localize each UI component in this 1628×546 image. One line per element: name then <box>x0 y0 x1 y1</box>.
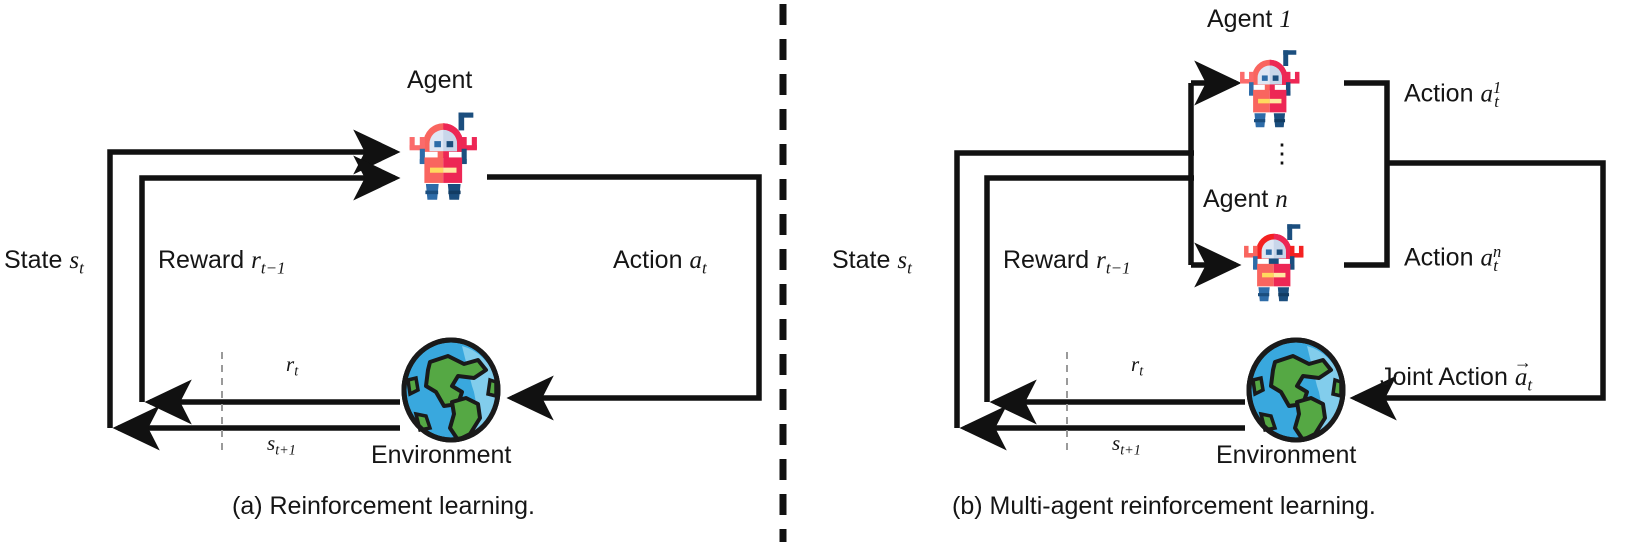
reward-symbol: r <box>1096 247 1106 274</box>
panel-b-next-state-label: st+1 <box>1112 431 1141 460</box>
reward-subscript: t−1 <box>1105 258 1131 278</box>
state-label-text: State <box>832 246 891 274</box>
agent-1-prefix: Agent <box>1207 5 1273 33</box>
action-1-subscript: t <box>1494 92 1499 112</box>
panel-b-caption: (b) Multi-agent reinforcement learning. <box>952 492 1376 520</box>
panel-a-next-state-label: st+1 <box>267 431 296 460</box>
action-n-superscript: n <box>1492 242 1502 261</box>
panel-a-state-label: State st <box>4 246 84 278</box>
robot-icon <box>1240 50 1300 128</box>
panel-b-agent-n-title: Agent n <box>1203 185 1288 214</box>
globe-icon <box>1246 337 1346 443</box>
reward-subscript: t−1 <box>260 258 286 278</box>
joint-action-text: Joint Action <box>1380 363 1508 391</box>
agent-1-index: 1 <box>1279 6 1292 33</box>
joint-action-symbol: a <box>1514 364 1528 391</box>
action-n-symbol: a <box>1480 244 1493 272</box>
action-1-text: Action <box>1404 79 1474 108</box>
panel-a-caption: (a) Reinforcement learning. <box>232 492 535 520</box>
panel-a-reward-out-label: rt <box>286 352 298 381</box>
state-subscript: t <box>79 258 84 278</box>
action-path-a <box>487 174 762 421</box>
state-path-b <box>954 150 1194 428</box>
reward-label-text: Reward <box>1003 246 1090 274</box>
reward-label-text: Reward <box>158 246 245 274</box>
panel-a-action-label: Action at <box>613 246 707 278</box>
agent-n-index: n <box>1275 186 1288 213</box>
joint-action-subscript: t <box>1527 375 1533 395</box>
state-subscript: t <box>907 258 912 278</box>
reward-path-b <box>984 175 1194 402</box>
action-label-text: Action <box>613 246 683 274</box>
reward-out-subscript: t <box>294 363 299 380</box>
action-n-text: Action <box>1404 243 1474 272</box>
state-path-a <box>107 129 401 428</box>
reward-out-symbol: r <box>286 352 295 376</box>
panel-b-environment-title: Environment <box>1216 441 1357 469</box>
action-1-superscript: 1 <box>1492 78 1502 97</box>
panel-b-joint-action-label: Joint Action →at <box>1380 352 1533 395</box>
reward-out-symbol: r <box>1131 352 1140 376</box>
next-state-symbol: s <box>1112 431 1121 455</box>
reward-out-subscript: t <box>1139 363 1144 380</box>
action-n-subscript: t <box>1493 256 1498 276</box>
state-label-text: State <box>4 246 63 274</box>
panel-b-reward-label: Reward rt−1 <box>1003 246 1131 278</box>
state-symbol: s <box>69 247 80 274</box>
agent-output-bracket <box>1344 80 1390 268</box>
agent-n-prefix: Agent <box>1203 185 1269 213</box>
action-symbol: a <box>689 247 702 274</box>
action-1-symbol: a <box>1480 80 1493 108</box>
robot-icon <box>409 112 477 200</box>
state-symbol: s <box>897 247 908 274</box>
joint-action-path <box>1349 160 1606 421</box>
reward-symbol: r <box>251 247 261 274</box>
panel-b-state-label: State st <box>832 246 912 278</box>
panel-b-agent-1-title: Agent 1 <box>1207 5 1292 34</box>
next-state-symbol: s <box>267 431 276 455</box>
globe-icon <box>401 337 501 443</box>
panel-a-environment-title: Environment <box>371 441 512 469</box>
panel-b-wiring <box>954 60 1606 451</box>
next-state-subscript: t+1 <box>1120 442 1141 459</box>
next-state-subscript: t+1 <box>275 442 296 459</box>
vector-arrow-accent: → <box>1513 351 1532 372</box>
panel-b-action-1-label: Action a1t <box>1404 78 1502 112</box>
panel-b-reward-out-label: rt <box>1131 352 1143 381</box>
action-subscript: t <box>701 258 707 278</box>
panel-b-action-n-label: Action ant <box>1404 242 1502 276</box>
panel-a-reward-label: Reward rt−1 <box>158 246 286 278</box>
robot-icon <box>1244 224 1304 302</box>
vertical-ellipsis-icon: ⋮ <box>1269 139 1295 168</box>
panel-a-wiring <box>107 129 762 451</box>
reward-path-a <box>139 155 401 402</box>
panel-a-agent-title: Agent <box>407 66 473 94</box>
